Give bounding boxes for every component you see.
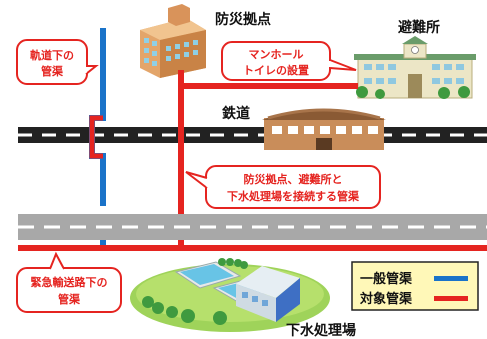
label-shelter: 避難所: [398, 19, 440, 36]
emergency-road: [18, 214, 487, 240]
legend: [351, 261, 479, 311]
under-track-pipe: [89, 115, 103, 159]
callout-connect: [185, 165, 381, 209]
legend-target-swatch: [434, 296, 468, 301]
legend-target-label: 対象管渠: [359, 291, 413, 307]
disaster-base-building: [140, 4, 206, 78]
callout-under-track-line1: 軌道下の: [30, 48, 74, 62]
label-sewage-plant: 下水処理場: [286, 322, 356, 339]
target-pipe-road-segment: [178, 240, 184, 246]
callout-under-track-line2: 管渠: [41, 64, 64, 78]
railway-track: [18, 127, 487, 143]
callout-manhole-line1: マンホール: [249, 48, 304, 61]
callout-emergency-line1: 緊急輸送路下の: [31, 275, 108, 289]
callout-connect-line2: 下水処理場を接続する管渠: [227, 189, 360, 203]
gymnasium-building: [262, 108, 386, 150]
general-pipe-road-segment: [100, 240, 106, 246]
target-pipes: [18, 70, 487, 251]
callout-emergency-line2: 管渠: [58, 292, 81, 306]
callout-emergency: [16, 251, 122, 313]
callout-connect-line1: 防災拠点、避難所と: [244, 172, 343, 186]
callout-under-track: [16, 39, 99, 85]
legend-general-swatch: [434, 276, 468, 281]
sewage-plant: [130, 258, 330, 332]
callout-manhole: [221, 41, 357, 81]
shelter-building: [354, 36, 476, 99]
label-railway: 鉄道: [222, 105, 250, 122]
callout-manhole-line2: トイレの設置: [243, 63, 309, 77]
label-disaster-base: 防災拠点: [215, 11, 271, 28]
legend-general-label: 一般管渠: [360, 271, 413, 287]
